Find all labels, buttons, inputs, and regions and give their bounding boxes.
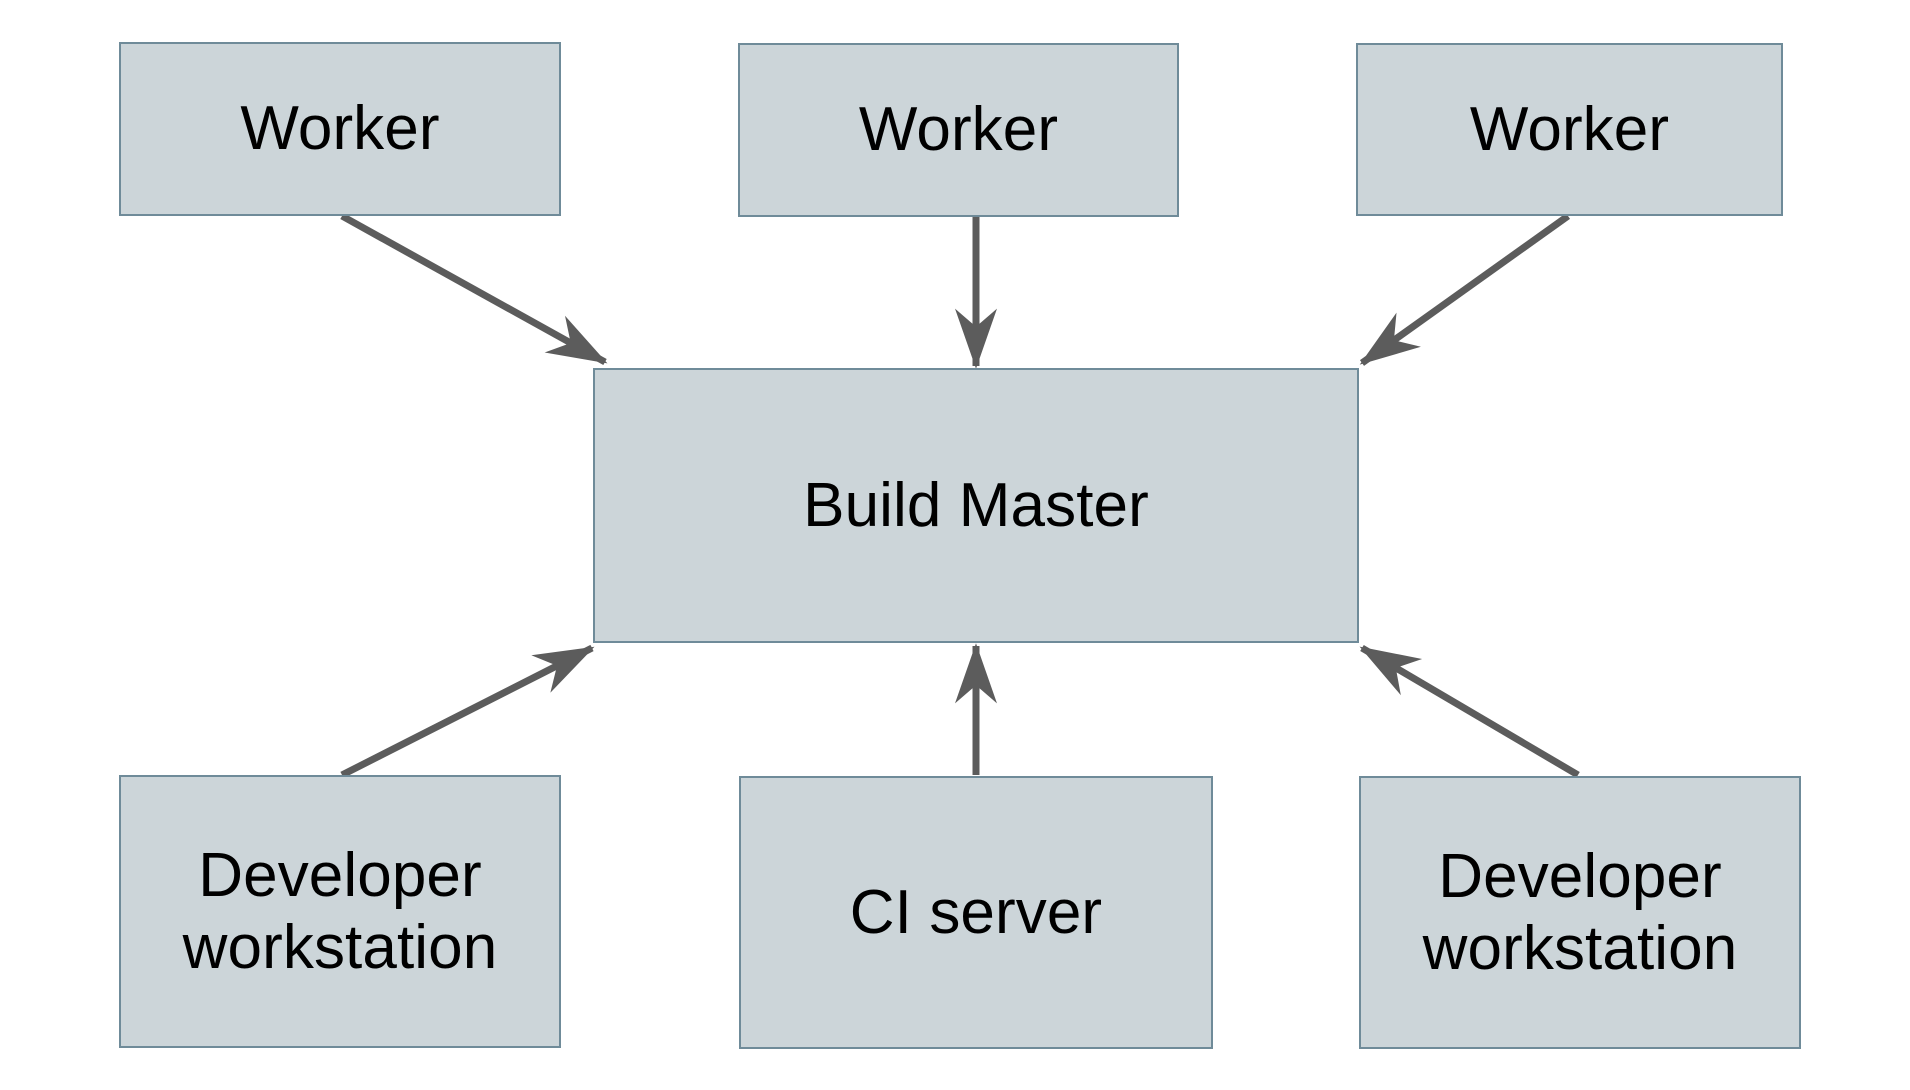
node-label: Worker <box>1469 94 1670 164</box>
edge-worker-right-to-master <box>1359 213 1571 366</box>
node-developer-workstation-left[interactable]: Developer workstation <box>119 775 561 1048</box>
node-ci-server[interactable]: CI server <box>739 776 1213 1049</box>
node-worker-left[interactable]: Worker <box>119 42 561 216</box>
node-label: Worker <box>240 94 440 164</box>
node-label: Developer workstation <box>1422 841 1738 983</box>
node-label: Worker <box>858 95 1059 165</box>
node-worker-right[interactable]: Worker <box>1356 43 1783 216</box>
node-label: CI server <box>849 877 1103 947</box>
node-developer-workstation-right[interactable]: Developer workstation <box>1359 776 1801 1049</box>
edge-dev-right-to-master <box>1359 644 1580 779</box>
node-label: Developer workstation <box>182 840 498 982</box>
node-worker-center[interactable]: Worker <box>738 43 1179 217</box>
node-label: Build Master <box>803 470 1149 540</box>
edge-worker-left-to-master <box>340 212 608 366</box>
node-build-master[interactable]: Build Master <box>593 368 1359 643</box>
edge-dev-left-to-master <box>340 644 595 779</box>
